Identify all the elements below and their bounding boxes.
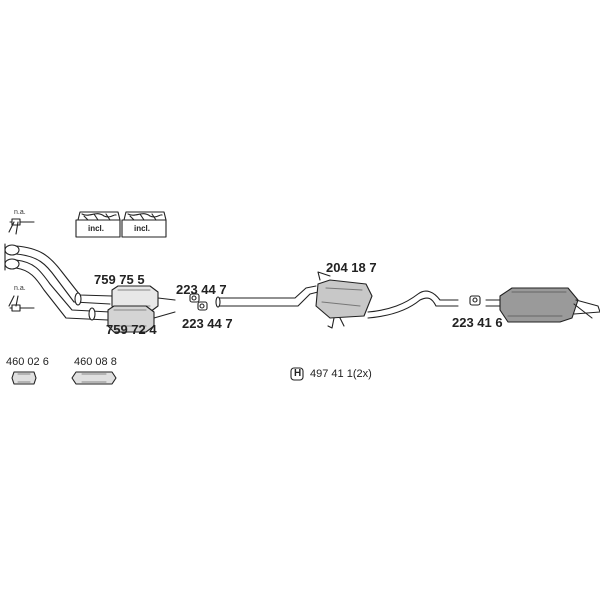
part-label-mount-kit: 497 41 1(2x) — [310, 368, 372, 380]
rear-silencer — [485, 287, 600, 323]
mount-kit-qty: (2x) — [352, 368, 372, 380]
pipe-flange — [74, 292, 82, 306]
middle-silencer — [315, 271, 373, 329]
part-label-front-pipe-a: 759 75 5 — [94, 272, 145, 287]
manifold-flanges — [4, 243, 20, 271]
clamp-upper — [189, 293, 200, 303]
sensor-note-bottom: n.a. — [14, 285, 26, 292]
mount-kit-number: 497 41 1 — [310, 368, 353, 380]
gasket-kit-right — [121, 211, 167, 238]
kit-label-left: incl. — [88, 224, 105, 233]
clamp-lower — [197, 301, 208, 311]
part-label-clamp-bottom: 223 44 7 — [182, 316, 233, 331]
rear-pipe — [367, 290, 459, 319]
oxygen-sensor-bottom — [8, 295, 35, 312]
gasket-kit-left — [75, 211, 121, 238]
part-label-connector-b: 460 08 8 — [74, 356, 117, 368]
kit-label-right: incl. — [134, 224, 151, 233]
front-pipe-upper — [15, 245, 113, 305]
mount-kit-symbol — [290, 367, 304, 381]
intermediate-pipe — [215, 285, 319, 308]
oxygen-sensor-top — [8, 218, 35, 235]
part-label-front-pipe-b: 759 72 4 — [106, 322, 157, 337]
connector-part-a — [11, 371, 37, 385]
catalytic-converter-lower — [107, 305, 176, 333]
rear-clamp — [469, 295, 481, 306]
sensor-note-top: n.a. — [14, 209, 26, 216]
part-label-clamp-top: 223 44 7 — [176, 282, 227, 297]
mount-symbol-letter: H — [294, 368, 302, 379]
pipe-flange — [88, 307, 96, 321]
part-label-connector-a: 460 02 6 — [6, 356, 49, 368]
front-pipe-lower — [15, 259, 111, 321]
part-label-middle-silencer: 204 18 7 — [326, 260, 377, 275]
connector-part-b — [71, 371, 117, 385]
part-label-rear-clamp: 223 41 6 — [452, 315, 503, 330]
